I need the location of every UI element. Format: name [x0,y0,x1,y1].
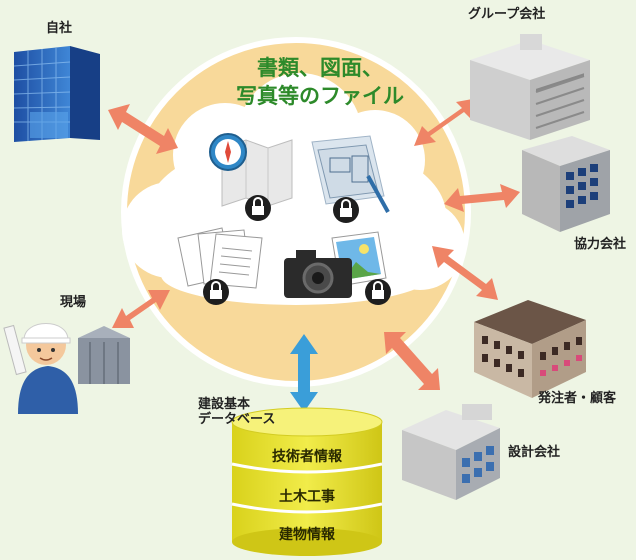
label-client: 発注者・顧客 [538,391,617,406]
cloud-title: 書類、図面、 写真等のファイル [205,54,435,110]
label-own-company: 自社 [46,21,73,36]
database-item-buildings: 建物情報 [279,527,335,543]
documents-icon [177,227,263,289]
label-site: 現場 [60,295,87,310]
compass-map-icon [209,133,293,207]
connection-arrows [108,98,520,390]
database-label-line1: 建設基本 [198,397,251,412]
arrow-own-company [108,104,178,154]
own-company-building-icon [13,46,100,142]
lock-icon [365,279,391,305]
database-sync-arrow [290,334,318,412]
construction-worker-icon [3,323,130,414]
arrow-client [432,246,498,300]
label-group-company: グループ会社 [468,7,546,22]
lock-icons [203,195,391,305]
design-firm-building-icon [402,404,500,500]
arrow-site [112,290,170,328]
camera-icon [284,250,352,298]
blueprint-icon [311,135,390,213]
label-design-firm: 設計会社 [508,445,561,460]
arrow-group-company [414,98,478,146]
database-cylinder [231,407,383,556]
lock-icon [333,197,359,223]
client-building-icon [474,300,586,398]
lock-icon [203,279,229,305]
lock-icon [245,195,271,221]
arrow-partner-company [444,184,520,212]
database-label-line2: データベース [198,411,276,427]
label-partner-company: 協力会社 [574,237,627,252]
partner-company-building-icon [522,136,610,232]
database-label: 建設基本 データベース [198,397,276,428]
cloud-title-line1: 書類、図面、 [257,56,383,80]
database-item-engineers: 技術者情報 [272,449,342,465]
group-company-building-icon [470,34,590,140]
arrow-design-firm [384,332,440,390]
cloud-title-line2: 写真等のファイル [236,84,404,108]
database-item-civil-works: 土木工事 [279,489,335,505]
